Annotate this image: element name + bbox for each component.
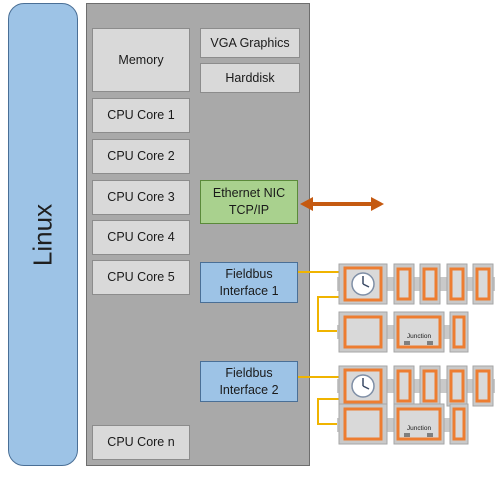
fieldbus-chain-2: Junction <box>298 365 495 445</box>
cpu-core-3-box: CPU Core 3 <box>92 180 190 215</box>
cpu-core-2-box: CPU Core 2 <box>92 139 190 174</box>
port-icon <box>427 433 433 437</box>
cpu-core-label: CPU Core 2 <box>107 149 175 163</box>
fieldbus-chain-1: Junction <box>298 263 495 353</box>
memory-box: Memory <box>92 28 190 92</box>
ethernet-arrow <box>300 197 384 211</box>
clock-icon <box>351 374 375 398</box>
cpu-core-n-box: CPU Core n <box>92 425 190 460</box>
cpu-core-label: CPU Core 4 <box>107 230 175 244</box>
cpu-core-5-box: CPU Core 5 <box>92 260 190 295</box>
fieldbus-1-label-line2: Interface 1 <box>219 283 279 298</box>
port-icon <box>427 341 433 345</box>
memory-label: Memory <box>118 52 164 67</box>
cpu-core-1-box: CPU Core 1 <box>92 98 190 133</box>
cpu-core-4-box: CPU Core 4 <box>92 220 190 255</box>
vga-graphics-box: VGA Graphics <box>200 28 300 58</box>
bus-loop-line <box>317 398 340 425</box>
fieldbus-1-label-line1: Fieldbus <box>225 266 273 281</box>
nic-label-line1: Ethernet NIC <box>212 186 286 200</box>
harddisk-label: Harddisk <box>225 70 275 85</box>
vga-label: VGA Graphics <box>210 35 290 50</box>
junction-label: Junction <box>407 333 432 340</box>
harddisk-box: Harddisk <box>200 63 300 93</box>
nic-label-line2: TCP/IP <box>228 203 270 217</box>
cpu-core-label: CPU Core 1 <box>107 108 175 122</box>
port-icon <box>404 341 410 345</box>
cpu-core-label: CPU Core 5 <box>107 270 175 284</box>
cpu-core-n-label: CPU Core n <box>107 435 175 449</box>
clock-icon <box>351 272 375 296</box>
ethernet-nic-box: Ethernet NIC TCP/IP <box>200 180 298 224</box>
fieldbus-2-label-line1: Fieldbus <box>225 365 273 380</box>
linux-layer: Linux <box>8 3 78 466</box>
port-icon <box>404 433 410 437</box>
junction-label: Junction <box>407 425 432 432</box>
cpu-core-label: CPU Core 3 <box>107 190 175 204</box>
fieldbus-2-label-line2: Interface 2 <box>219 382 279 397</box>
bus-loop-line <box>317 296 340 332</box>
